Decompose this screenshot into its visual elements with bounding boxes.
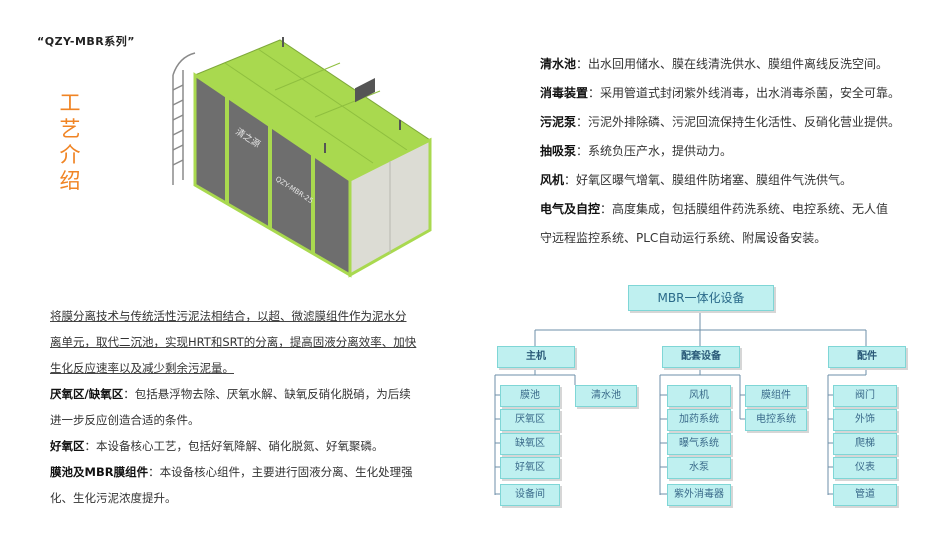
- leaf-node: 设备间: [500, 484, 560, 506]
- intro-line: 生化反应速率以及减少剩余污泥量。: [50, 361, 234, 375]
- ladder: [172, 52, 196, 185]
- title-char: 绍: [59, 169, 81, 193]
- leaf-node: 清水池: [575, 385, 637, 407]
- component-item: 电气及自控：高度集成，包括膜组件药洗系统、电控系统、无人值: [540, 197, 900, 222]
- group-node-accessories: 配件: [828, 346, 906, 368]
- leaf-node: 缺氧区: [500, 433, 560, 455]
- leaf-node: 紫外消毒器: [667, 484, 731, 506]
- membrane-desc-cont: 化、生化污泥浓度提升。: [50, 491, 177, 505]
- anoxic-zone-desc-cont: 进一步反应创造合适的条件。: [50, 413, 200, 427]
- leaf-node: 加药系统: [667, 409, 731, 431]
- leaf-node: 厌氧区: [500, 409, 560, 431]
- intro-line: 将膜分离技术与传统活性污泥法相结合，以超、微滤膜组件作为泥水分: [50, 309, 407, 323]
- title-char: 艺: [59, 117, 81, 141]
- component-list: 清水池：出水回用储水、膜在线清洗供水、膜组件离线反洗空间。 消毒装置：采用管道式…: [540, 52, 900, 251]
- mbr-equipment-illustration: 清之源 QZY-MBR-25: [172, 37, 432, 278]
- leaf-node: 仪表: [833, 457, 897, 479]
- leaf-node: 风机: [667, 385, 731, 407]
- diagram-root-node: MBR一体化设备: [628, 285, 774, 311]
- title-char: 工: [59, 91, 81, 115]
- component-term: 电气及自控: [540, 202, 601, 216]
- component-text: ：采用管道式封闭紫外线消毒，出水消毒杀菌，安全可靠。: [588, 86, 901, 100]
- component-text: ：高度集成，包括膜组件药洗系统、电控系统、无人值: [600, 202, 889, 216]
- component-term: 清水池: [540, 57, 577, 71]
- leaf-node: 曝气系统: [667, 433, 731, 455]
- intro-line: 离单元，取代二沉池，实现HRT和SRT的分离，提高固液分离效率、加快: [50, 335, 417, 349]
- leaf-node: 膜组件: [745, 385, 807, 407]
- component-term: 抽吸泵: [540, 144, 577, 158]
- group-node-main: 主机: [497, 346, 575, 368]
- leaf-node: 管道: [833, 484, 897, 506]
- component-text: ：好氧区曝气增氧、膜组件防堵塞、膜组件气洗供气。: [564, 173, 853, 187]
- component-item: 消毒装置：采用管道式封闭紫外线消毒，出水消毒杀菌，安全可靠。: [540, 81, 900, 106]
- series-label: “QZY-MBR系列”: [37, 35, 136, 48]
- anoxic-zone-desc: 厌氧区/缺氧区：包括悬浮物去除、厌氧水解、缺氧反硝化脱硝，为后续: [50, 387, 411, 401]
- component-item: 风机：好氧区曝气增氧、膜组件防堵塞、膜组件气洗供气。: [540, 168, 900, 193]
- component-text: 守远程监控系统、PLC自动运行系统、附属设备安装。: [540, 231, 827, 245]
- group-node-support: 配套设备: [662, 346, 740, 368]
- membrane-desc: 膜池及MBR膜组件：本设备核心组件，主要进行固液分离、生化处理强: [50, 465, 413, 479]
- component-item: 污泥泵：污泥外排除磷、污泥回流保持生化活性、反硝化营业提供。: [540, 110, 900, 135]
- component-text: ：系统负压产水，提供动力。: [576, 144, 733, 158]
- leaf-node: 好氧区: [500, 457, 560, 479]
- leaf-node: 爬梯: [833, 433, 897, 455]
- component-item: 清水池：出水回用储水、膜在线清洗供水、膜组件离线反洗空间。: [540, 52, 900, 77]
- component-text: ：出水回用储水、膜在线清洗供水、膜组件离线反洗空间。: [576, 57, 889, 71]
- leaf-node: 电控系统: [745, 409, 807, 431]
- title-char: 介: [59, 143, 81, 167]
- component-text: ：污泥外排除磷、污泥回流保持生化活性、反硝化营业提供。: [576, 115, 901, 129]
- leaf-node: 膜池: [500, 385, 560, 407]
- section-title: 工 艺 介 绍: [58, 90, 82, 194]
- component-term: 污泥泵: [540, 115, 577, 129]
- component-item: 抽吸泵：系统负压产水，提供动力。: [540, 139, 900, 164]
- vent-grille: [355, 77, 375, 103]
- leaf-node: 阀门: [833, 385, 897, 407]
- aerobic-zone-desc: 好氧区：本设备核心工艺，包括好氧降解、硝化脱氮、好氧聚磷。: [50, 439, 384, 453]
- leaf-node: 外饰: [833, 409, 897, 431]
- leaf-node: 水泵: [667, 457, 731, 479]
- component-item: 守远程监控系统、PLC自动运行系统、附属设备安装。: [540, 226, 900, 251]
- component-term: 风机: [540, 173, 565, 187]
- process-intro: 将膜分离技术与传统活性污泥法相结合，以超、微滤膜组件作为泥水分 离单元，取代二沉…: [50, 303, 430, 511]
- component-term: 消毒装置: [540, 86, 589, 100]
